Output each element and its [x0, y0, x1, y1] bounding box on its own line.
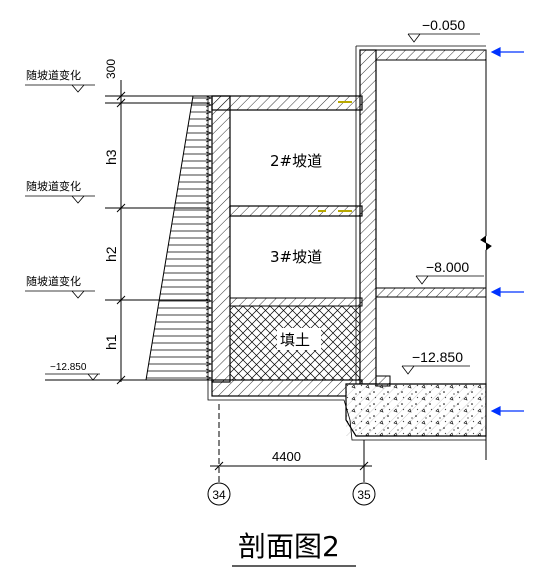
water-pressure-arrows	[490, 47, 524, 416]
left-label-2: 随坡道变化	[25, 179, 95, 204]
rebar-marks	[318, 101, 352, 212]
axis-34-label: 34	[212, 488, 226, 502]
room-label-lower: 3#坡道	[270, 248, 322, 266]
dim-h3: h3	[103, 149, 119, 165]
dim-h2: h2	[103, 246, 119, 262]
slope-label-3: 随坡道变化	[26, 274, 81, 288]
fill-label: 填土	[280, 331, 310, 349]
elevation-mid-text: −8.000	[426, 259, 469, 275]
axis-35-label: 35	[357, 488, 371, 502]
left-bottom-elevation-text: −12.850	[50, 362, 87, 373]
top-right-slab	[375, 49, 487, 61]
axis-34: 34	[207, 482, 231, 506]
room-label-upper: 2#坡道	[270, 152, 322, 170]
mid-right-slab	[375, 287, 487, 298]
left-label-1: 随坡道变化	[25, 68, 95, 93]
elevation-bottom-text: −12.850	[412, 349, 463, 365]
dim-h1: h1	[103, 334, 119, 350]
base-slab-left	[211, 379, 363, 397]
elevation-bottom: −12.850	[401, 349, 470, 375]
dim-width: 4400	[272, 449, 301, 464]
axis-35: 35	[352, 482, 376, 506]
elevation-top-text: −0.050	[422, 17, 465, 33]
center-wall	[359, 49, 377, 385]
left-dimension-chain	[45, 80, 210, 385]
earth-pressure-diagram	[145, 95, 213, 381]
break-line	[480, 50, 492, 460]
left-elevation-bottom: −12.850	[45, 362, 100, 381]
elevation-top: −0.050	[407, 17, 480, 43]
left-wall	[211, 95, 231, 383]
lower-slab	[229, 297, 363, 307]
slope-label-1: 随坡道变化	[26, 68, 81, 82]
slope-label-2: 随坡道变化	[26, 179, 81, 193]
drawing-title: 剖面图2	[238, 530, 340, 563]
bottom-dimension	[210, 404, 372, 482]
dim-300: 300	[104, 59, 118, 79]
left-label-3: 随坡道变化	[25, 274, 95, 299]
structure	[207, 45, 487, 441]
elevation-mid: −8.000	[415, 259, 484, 285]
